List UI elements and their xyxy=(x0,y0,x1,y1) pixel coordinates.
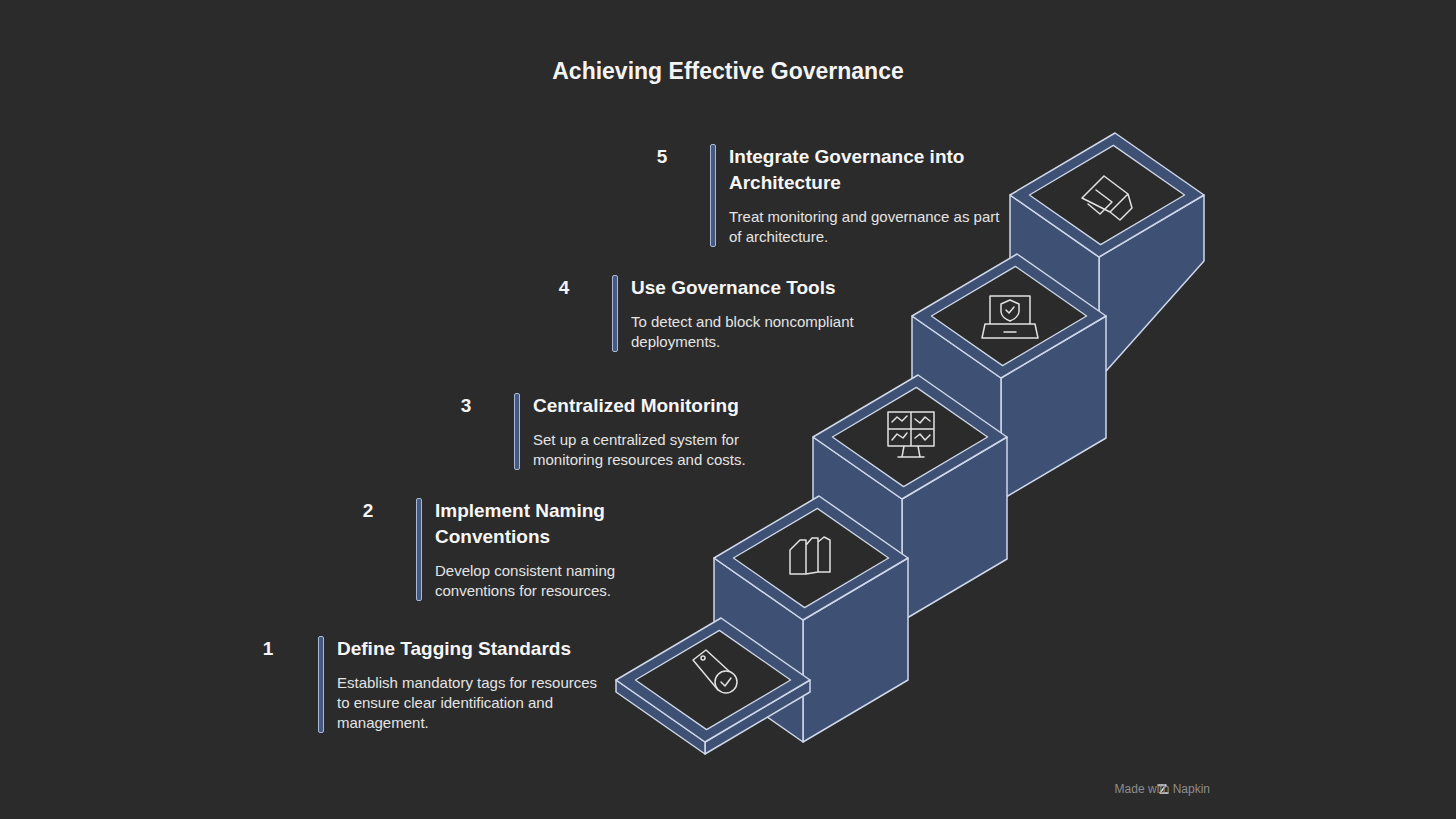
laptop-shield-icon xyxy=(982,296,1038,338)
accent-bar xyxy=(514,393,520,470)
step-description: Establish mandatory tags for resources t… xyxy=(337,673,600,733)
step-top xyxy=(616,618,810,742)
step-top-inner xyxy=(635,630,790,729)
step-top xyxy=(714,496,908,620)
accent-bar xyxy=(612,275,618,352)
step-number: 4 xyxy=(549,275,579,301)
step-description: Set up a centralized system for monitori… xyxy=(533,430,796,470)
step-number: 2 xyxy=(353,498,383,524)
step-heading: Integrate Governance into Architecture xyxy=(729,144,1002,196)
step-heading: Implement Naming Conventions xyxy=(435,498,646,550)
step-top-inner xyxy=(733,508,888,607)
step-item: Centralized MonitoringSet up a centraliz… xyxy=(514,393,796,470)
step-top-inner xyxy=(931,266,1086,365)
step-heading: Define Tagging Standards xyxy=(337,636,600,662)
step-top-inner xyxy=(832,387,987,486)
step-number: 5 xyxy=(647,144,677,170)
step-heading: Use Governance Tools xyxy=(631,275,894,301)
step-top-inner xyxy=(1029,145,1184,244)
accent-bar xyxy=(710,144,716,247)
step-heading: Centralized Monitoring xyxy=(533,393,796,419)
step-item: Use Governance Tools To detect and block … xyxy=(612,275,894,352)
step-number: 1 xyxy=(253,636,283,662)
step-item: Integrate Governance into ArchitectureTr… xyxy=(710,144,1002,247)
step-number: 3 xyxy=(451,393,481,419)
step-top xyxy=(813,375,1007,499)
architecture-icon xyxy=(1082,176,1132,220)
step-top xyxy=(912,254,1106,378)
accent-bar xyxy=(416,498,422,601)
step-item: Define Tagging StandardsEstablish mandat… xyxy=(318,636,600,733)
documents-icon xyxy=(790,537,830,574)
check-badge xyxy=(715,671,737,693)
step-description: To detect and block noncompliant deploym… xyxy=(631,312,894,352)
stair-step xyxy=(616,618,810,754)
step-top xyxy=(1010,133,1204,257)
step-description: Treat monitoring and governance as part … xyxy=(729,207,1002,247)
diagram-title: Achieving Effective Governance xyxy=(552,58,904,85)
accent-bar xyxy=(318,636,324,733)
monitor-icon xyxy=(888,412,934,457)
step-description: Develop consistent naming conventions fo… xyxy=(435,561,646,601)
watermark: Made with Napkin xyxy=(1115,782,1210,796)
check-icon xyxy=(721,678,731,686)
step-item: Implement Naming ConventionsDevelop cons… xyxy=(416,498,646,601)
